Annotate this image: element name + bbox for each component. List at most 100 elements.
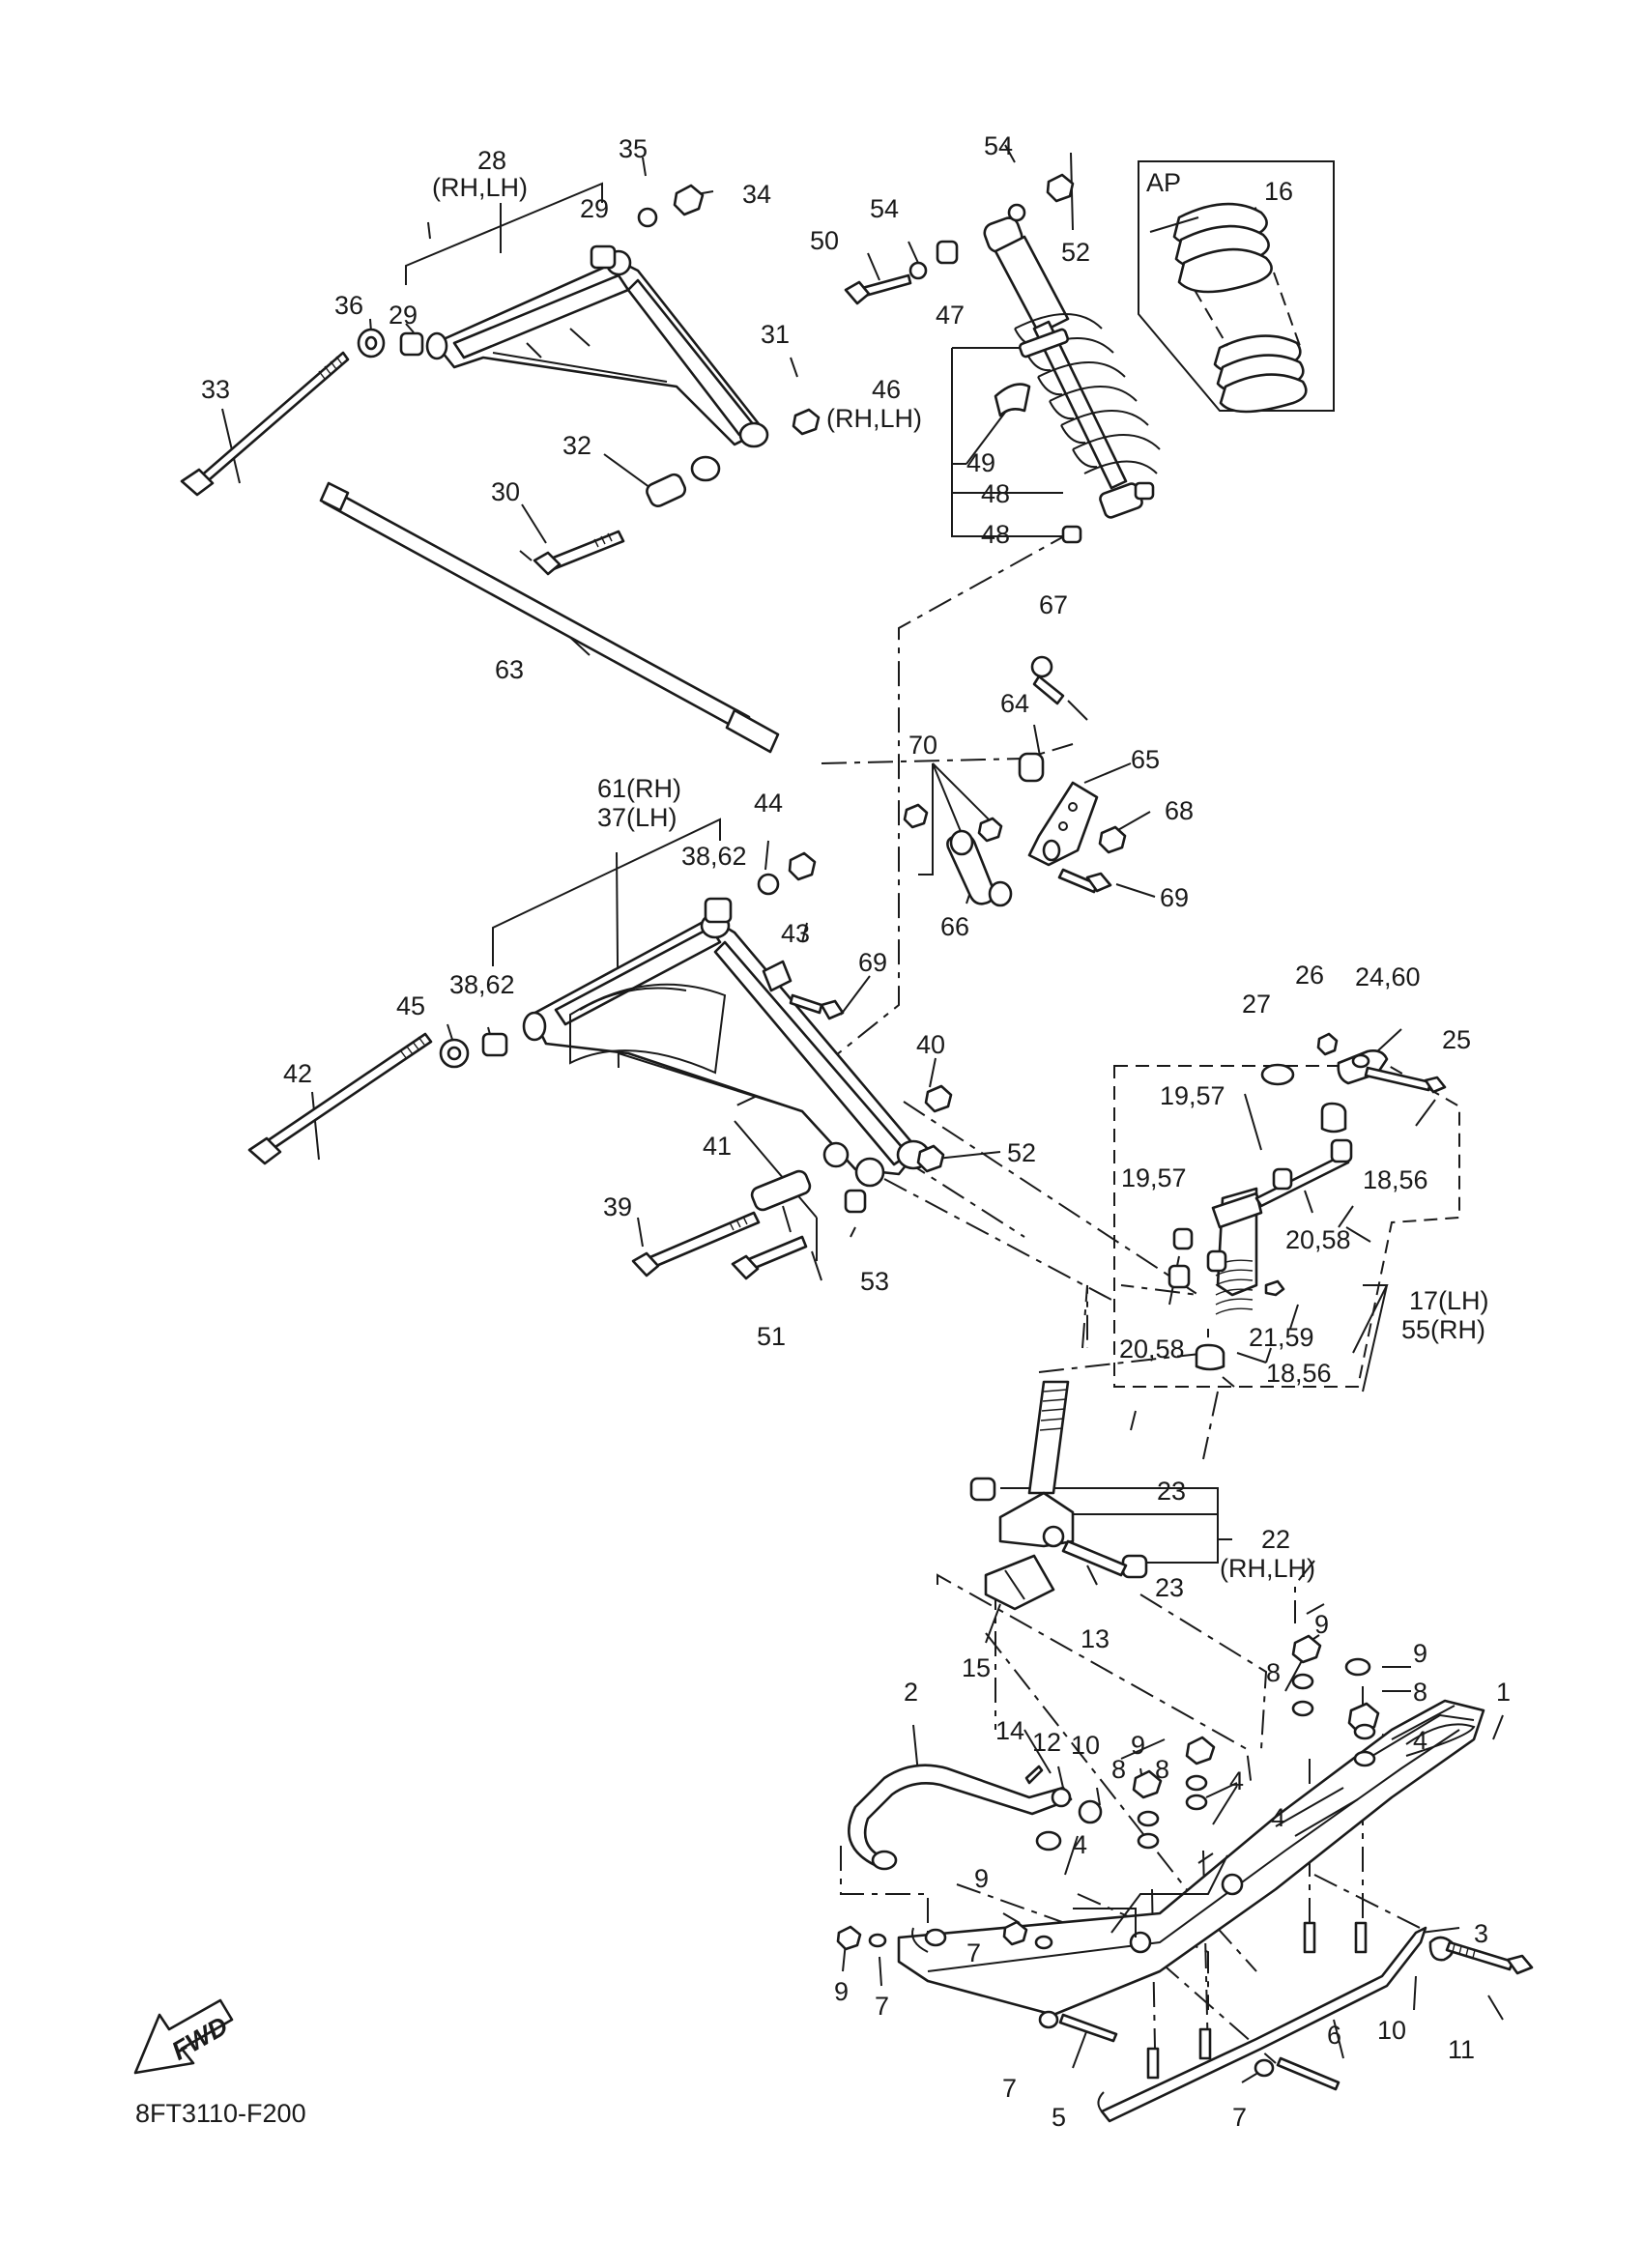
- label-39: 39: [603, 1192, 632, 1221]
- label-4b: 4: [1271, 1803, 1285, 1832]
- label-67: 67: [1039, 590, 1068, 619]
- nut-68: [1098, 825, 1127, 854]
- bolt-69b: [1057, 868, 1099, 894]
- label-28: 28: [477, 146, 506, 175]
- label-2058a: 20,58: [1285, 1225, 1351, 1254]
- bush-23a: [969, 1477, 996, 1502]
- label-8a: 8: [1266, 1658, 1281, 1687]
- wear-bar: [1097, 1926, 1427, 2123]
- bush-29a: [399, 331, 424, 357]
- bush-64: [1018, 752, 1045, 783]
- label-51: 51: [757, 1322, 786, 1351]
- nut-70b: [977, 817, 1003, 843]
- bush-2058b: [1167, 1264, 1191, 1289]
- label-7c: 7: [1002, 2074, 1017, 2103]
- label-10b: 10: [1377, 2016, 1406, 2045]
- label-45: 45: [396, 991, 425, 1020]
- label-26: 26: [1295, 961, 1324, 990]
- cotter-14: [1024, 1765, 1044, 1785]
- label-4c: 4: [1229, 1766, 1244, 1795]
- bush-1957a: [1172, 1227, 1194, 1250]
- label-33: 33: [201, 375, 230, 404]
- bolt-11: [1445, 1940, 1514, 1971]
- label-7d: 7: [1232, 2103, 1247, 2132]
- label-54a: 54: [984, 131, 1013, 160]
- label-27: 27: [1242, 990, 1271, 1019]
- label-34: 34: [742, 180, 771, 209]
- label-1856b: 18,56: [1266, 1359, 1332, 1388]
- fitting-2159: [1264, 1279, 1285, 1297]
- stud-c: [1303, 1921, 1316, 1954]
- upper-a-arm: [425, 249, 769, 482]
- label-54b: 54: [870, 194, 899, 223]
- label-17: 17(LH): [1409, 1286, 1489, 1315]
- label-8c: 8: [1111, 1755, 1126, 1784]
- pin-12: [1051, 1787, 1072, 1808]
- shock-hardware: [844, 173, 1075, 305]
- nut-43: [788, 851, 817, 881]
- nut-8a: [1132, 1769, 1163, 1799]
- label-2: 2: [904, 1678, 918, 1707]
- bolt-67-head: [1030, 655, 1053, 678]
- label-64: 64: [1000, 689, 1029, 718]
- ski-spindle: [969, 1380, 1148, 1611]
- label-46-sub: (RH,LH): [826, 404, 922, 433]
- label-22-sub: (RH,LH): [1220, 1554, 1315, 1583]
- nut-52b: [916, 1144, 945, 1173]
- nut-9d: [836, 1925, 862, 1951]
- label-3: 3: [1474, 1919, 1488, 1948]
- bolt-69a: [789, 993, 823, 1015]
- label-50: 50: [810, 226, 839, 255]
- nut-9e: [1002, 1920, 1028, 1946]
- label-7a: 7: [966, 1938, 981, 1967]
- bush-48a: [1134, 481, 1155, 501]
- label-36: 36: [334, 291, 363, 320]
- label-4d: 4: [1073, 1830, 1087, 1859]
- block-15: [984, 1554, 1055, 1611]
- label-65: 65: [1131, 745, 1160, 774]
- label-68: 68: [1165, 796, 1194, 825]
- label-55: 55(RH): [1401, 1315, 1485, 1344]
- clip-49: [994, 383, 1031, 417]
- label-1856a: 18,56: [1363, 1165, 1428, 1194]
- label-5: 5: [1052, 2103, 1066, 2132]
- ski-hardware: [836, 1634, 1534, 2091]
- label-13: 13: [1081, 1624, 1110, 1653]
- label-2159: 21,59: [1249, 1323, 1314, 1352]
- label-10a: 10: [1071, 1731, 1100, 1760]
- fwd-arrow-icon: FWD: [133, 1998, 234, 2075]
- part-labels: 28 (RH,LH) 35 34 29 29 36 31 33 32 30 63…: [135, 131, 1511, 2132]
- label-16: 16: [1264, 177, 1293, 206]
- label-1957a: 19,57: [1160, 1081, 1225, 1110]
- bush-29b: [590, 244, 617, 270]
- label-52b: 52: [1007, 1138, 1036, 1167]
- label-9e: 9: [974, 1864, 989, 1893]
- label-9b: 9: [1413, 1639, 1427, 1668]
- nut-9c: [1185, 1736, 1216, 1766]
- bush-48b: [1061, 525, 1082, 544]
- shock-absorber: [983, 216, 1161, 544]
- bolt-25: [1424, 1076, 1447, 1094]
- nut-26: [1316, 1032, 1339, 1056]
- bush-53: [844, 1189, 867, 1214]
- label-41: 41: [703, 1132, 732, 1161]
- label-23a: 23: [1157, 1477, 1186, 1506]
- label-2460: 24,60: [1355, 962, 1421, 991]
- label-6: 6: [1327, 2021, 1341, 2050]
- bush-2058a: [1330, 1138, 1353, 1163]
- bush-41: [750, 1169, 812, 1212]
- ski-handle: [848, 1764, 1073, 1871]
- label-28-sub: (RH,LH): [432, 173, 528, 202]
- label-61: 61(RH): [597, 774, 681, 803]
- bush-10a: [1078, 1799, 1103, 1824]
- upper-arm-hardware: [357, 184, 821, 576]
- label-2058b: 20,58: [1119, 1335, 1185, 1364]
- label-31: 31: [761, 320, 790, 349]
- label-3862b: 38,62: [449, 970, 515, 999]
- washer-35: [637, 207, 658, 228]
- label-29b: 29: [389, 301, 418, 330]
- stud-b: [1198, 2027, 1212, 2060]
- label-53: 53: [860, 1267, 889, 1296]
- bush-32: [646, 473, 687, 507]
